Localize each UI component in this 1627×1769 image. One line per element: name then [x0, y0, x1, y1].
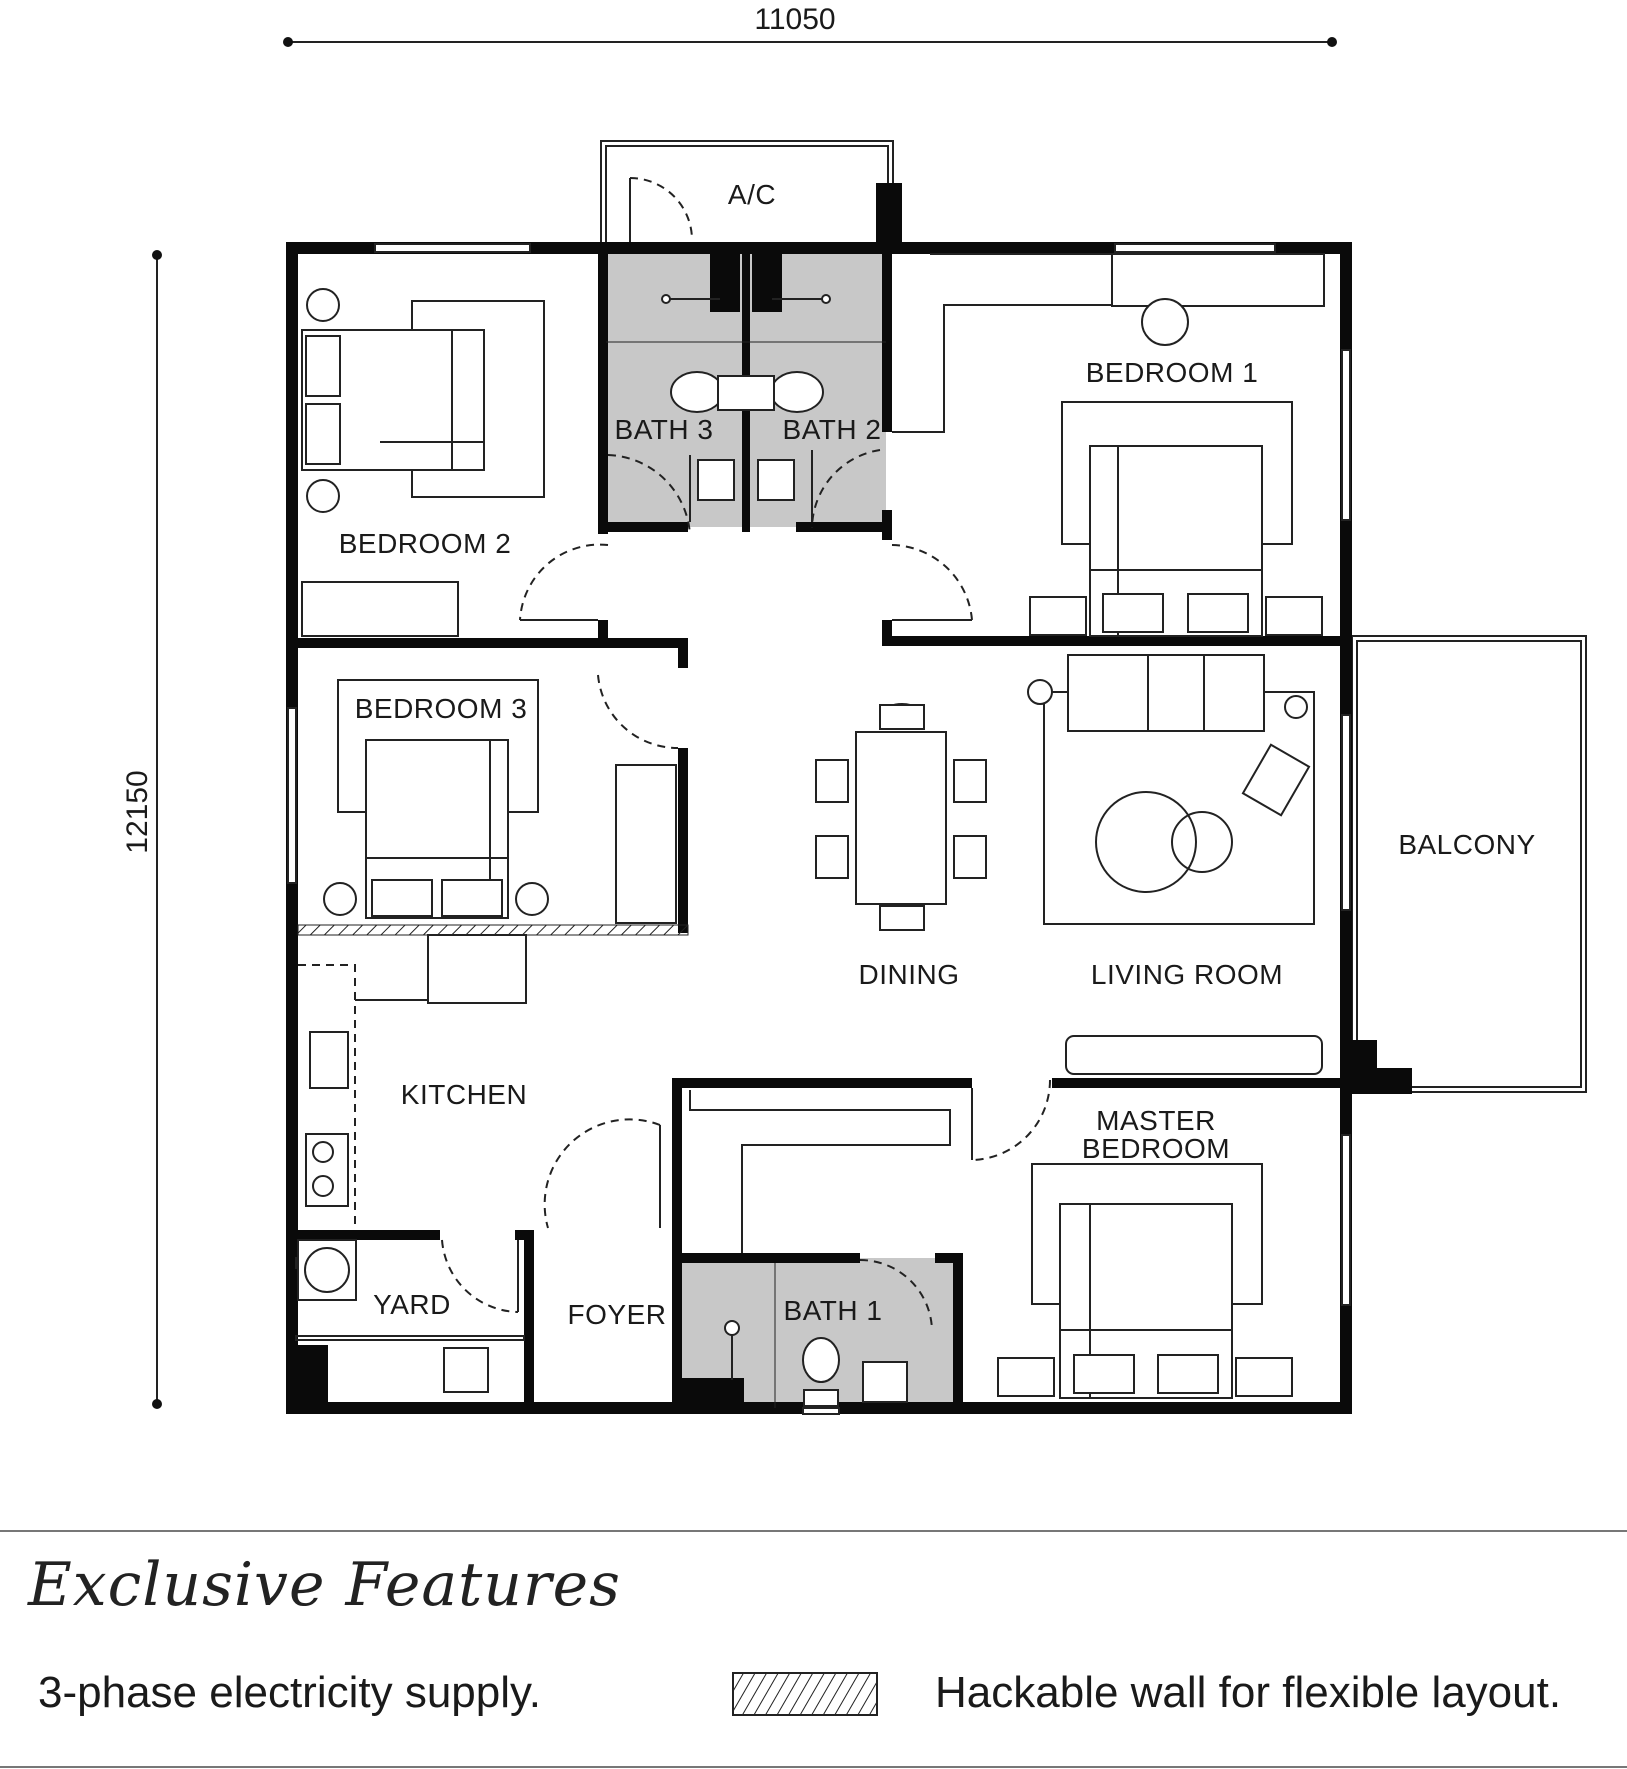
- ac-ledge: [600, 140, 902, 245]
- master-furniture: [689, 1090, 1293, 1399]
- dimension-height: 12150: [121, 250, 162, 1409]
- room-label-bedroom3: BEDROOM 3: [355, 693, 528, 724]
- interior-walls: [297, 252, 1377, 1414]
- doors: [441, 449, 1051, 1331]
- room-label-master-line2: BEDROOM: [1082, 1133, 1230, 1164]
- dimension-width-label: 11050: [754, 3, 835, 36]
- dining-furniture: [815, 703, 987, 931]
- room-label-bedroom1: BEDROOM 1: [1086, 357, 1259, 388]
- divider-bottom: [0, 1766, 1627, 1768]
- feature-hackable-wall: Hackable wall for flexible layout.: [935, 1668, 1562, 1717]
- room-label-foyer: FOYER: [568, 1299, 667, 1330]
- hatch-legend-icon: [732, 1672, 878, 1716]
- room-label-master-line1: MASTER: [1096, 1105, 1216, 1136]
- room-label-balcony: BALCONY: [1398, 829, 1535, 860]
- room-label-bath1: BATH 1: [784, 1295, 883, 1326]
- room-label-yard: YARD: [373, 1289, 451, 1320]
- yard-furniture: [295, 1239, 525, 1393]
- room-label-bath2: BATH 2: [783, 414, 882, 445]
- bath1-fixtures: [724, 1263, 908, 1415]
- dimension-height-label: 12150: [121, 770, 154, 853]
- room-label-dining: DINING: [859, 959, 960, 990]
- bedroom3-furniture: [323, 679, 677, 924]
- room-label-ac: A/C: [728, 179, 776, 210]
- living-furniture: [1027, 654, 1323, 1075]
- features-title: Exclusive Features: [28, 1550, 621, 1620]
- bedroom1-furniture: [892, 253, 1325, 637]
- divider-top: [0, 1530, 1627, 1532]
- bath-fixtures-upper: [606, 252, 886, 501]
- bedroom2-furniture: [301, 288, 545, 637]
- room-label-kitchen: KITCHEN: [401, 1079, 527, 1110]
- room-label-bedroom2: BEDROOM 2: [339, 528, 512, 559]
- dimension-width: 11050: [283, 3, 1337, 47]
- kitchen-furniture: [298, 934, 527, 1230]
- feature-electricity: 3-phase electricity supply.: [38, 1668, 541, 1717]
- room-label-living: LIVING ROOM: [1091, 959, 1283, 990]
- floor-plan: 11050 12150: [121, 3, 1587, 1415]
- room-label-bath3: BATH 3: [615, 414, 714, 445]
- balcony-outline: [1347, 635, 1587, 1094]
- windows: [287, 243, 1351, 1306]
